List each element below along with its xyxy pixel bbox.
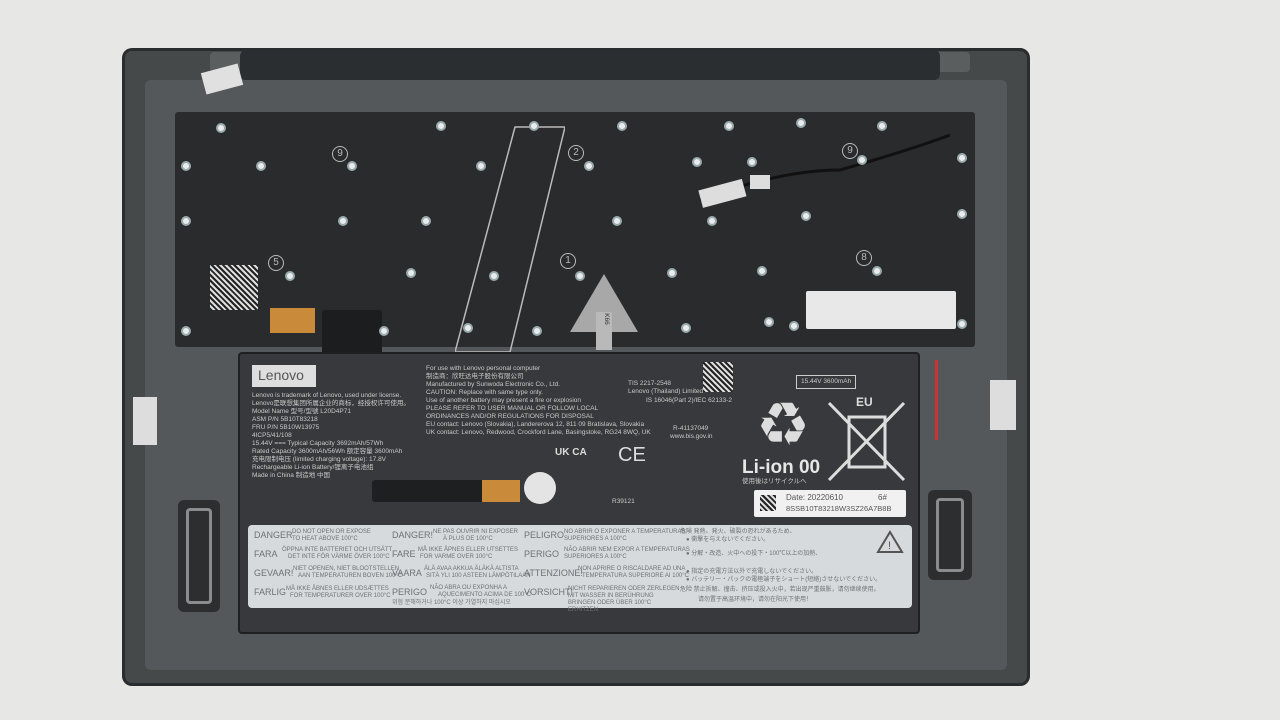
liion-mark: Li-ion 00	[742, 457, 821, 478]
screw-hole	[256, 161, 266, 171]
is-standard: IS 16046(Part 2)/IEC 62133-2	[646, 397, 732, 404]
keyboard-bracket	[570, 274, 638, 350]
ce-mark: CE	[618, 444, 646, 466]
left-sticker	[133, 397, 157, 445]
screw-hole	[764, 317, 774, 327]
weee-crossed-bin-icon	[827, 401, 906, 482]
screw-hole	[857, 155, 867, 165]
serial-number: 8SSB10T83218W3SZ26A7B8B	[786, 504, 892, 513]
speaker-wire	[935, 360, 975, 440]
screw-hole	[476, 161, 486, 171]
lenovo-logo: Lenovo	[252, 365, 316, 387]
screw-hole	[747, 157, 757, 167]
callout-2: 2	[568, 145, 584, 161]
serial-qr	[760, 495, 776, 511]
screw-hole	[796, 118, 806, 128]
battery-warning-label: DANGER DO NOT OPEN OR EXPOSE TO HEAT ABO…	[248, 525, 912, 613]
screw-hole	[406, 268, 416, 278]
screw-hole	[872, 266, 882, 276]
callout-9: 9	[842, 143, 858, 159]
screw-hole	[877, 121, 887, 131]
date-serial-label: Date: 20220610 6# 8SSB10T83218W3SZ26A7B8…	[754, 490, 906, 517]
right-sticker	[990, 380, 1016, 430]
screw-hole	[724, 121, 734, 131]
keyboard-flex-cable	[455, 126, 565, 352]
screw-hole	[681, 323, 691, 333]
battery-caution-text: For use with Lenovo personal computer 制造…	[426, 365, 651, 436]
screw-hole	[463, 323, 473, 333]
battery-qr	[703, 362, 733, 392]
battery-spec-text: Lenovo is trademark of Lenovo, used unde…	[252, 392, 410, 479]
screw-hole	[801, 211, 811, 221]
kc-number: R39121	[612, 498, 635, 505]
right-speaker	[928, 490, 972, 580]
screw-hole	[584, 161, 594, 171]
liion-recycle-jp: 使用後はリサイクルへ	[742, 478, 807, 485]
screw-hole	[612, 216, 622, 226]
screw-hole	[285, 271, 295, 281]
callout-8: 8	[856, 250, 872, 266]
bis-url: www.bis.gov.in	[670, 433, 713, 440]
screw-hole	[421, 216, 431, 226]
battery-connector	[372, 480, 520, 502]
screw-hole	[707, 216, 717, 226]
screw-hole	[617, 121, 627, 131]
screw-hole	[347, 161, 357, 171]
screw-hole	[667, 268, 677, 278]
bracket-text: K66	[602, 313, 610, 325]
screw-hole	[575, 271, 585, 281]
screw-hole	[216, 123, 226, 133]
connector-bracket	[322, 310, 382, 355]
screw-hole	[436, 121, 446, 131]
screw-hole	[692, 157, 702, 167]
screw-hole	[957, 153, 967, 163]
screw-hole	[379, 326, 389, 336]
keyboard-part-label	[806, 291, 956, 329]
hinge-cover	[240, 50, 940, 80]
eu-mark: EU	[856, 395, 873, 409]
ribbon-cable	[270, 308, 315, 333]
ul-sticker	[524, 472, 556, 504]
bis-registration: R-41137049	[673, 425, 709, 432]
lot-number: 6#	[878, 493, 887, 502]
ukca-mark: UK CA	[555, 447, 587, 458]
recycle-icon: ♻	[756, 391, 810, 458]
qr-sticker	[210, 265, 258, 310]
callout-6: 9	[332, 146, 348, 162]
screw-hole	[529, 121, 539, 131]
screw-hole	[181, 216, 191, 226]
pse-mark: 15.44V 3600mAh	[796, 375, 857, 389]
manufacture-date: Date: 20220610	[786, 493, 843, 502]
svg-text:!: !	[888, 540, 891, 552]
screw-hole	[338, 216, 348, 226]
screw-hole	[957, 319, 967, 329]
left-speaker	[178, 500, 220, 612]
tis-number: TIS 2217-2548	[628, 380, 672, 387]
screw-hole	[489, 271, 499, 281]
screw-hole	[181, 161, 191, 171]
screw-hole	[532, 326, 542, 336]
screw-hole	[957, 209, 967, 219]
screw-hole	[789, 321, 799, 331]
antenna-cable	[698, 133, 951, 208]
callout-1: 1	[560, 253, 576, 269]
screw-hole	[757, 266, 767, 276]
screw-hole	[181, 326, 191, 336]
warning-triangle-icon: !	[876, 530, 904, 553]
tis-company: Lenovo (Thailand) Limited	[628, 388, 704, 395]
callout-5: 5	[268, 255, 284, 271]
